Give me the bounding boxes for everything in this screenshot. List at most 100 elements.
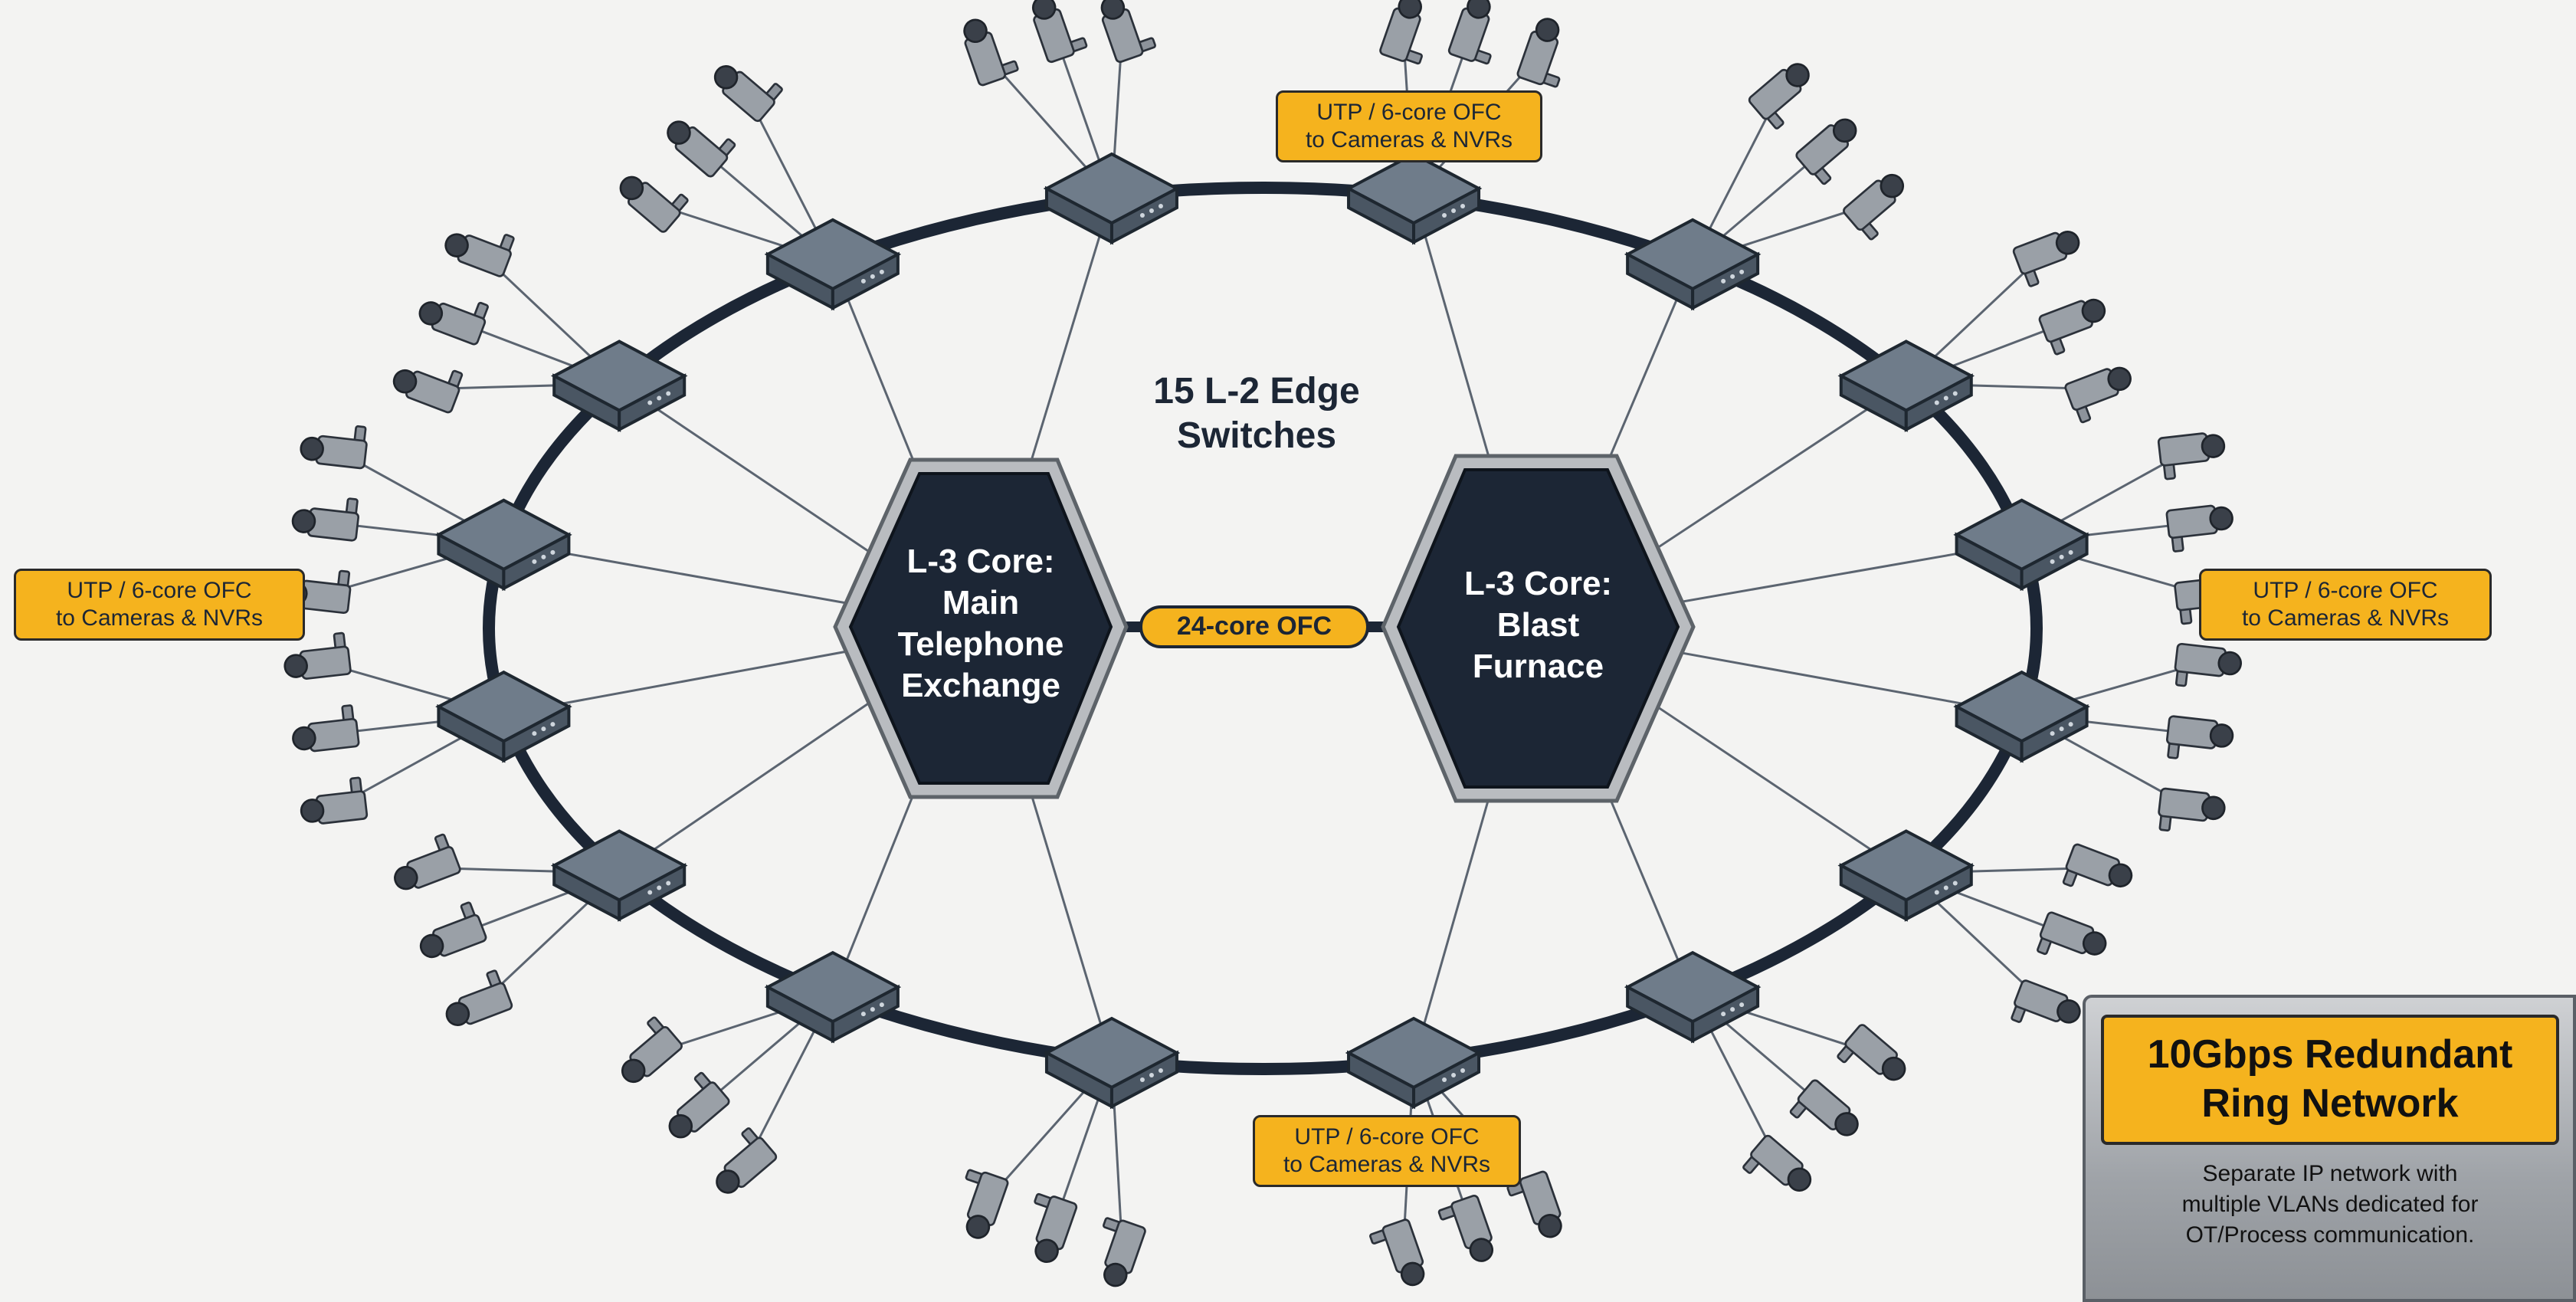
camera-icon [1837, 1024, 1906, 1081]
camera-icon [1795, 118, 1857, 185]
core-left-line1: L-3 Core: [906, 543, 1055, 580]
switch-icon [550, 339, 688, 432]
camera-icon [2037, 911, 2107, 956]
backbone-label: 24-core OFC [1139, 605, 1369, 648]
camera-icon [2157, 432, 2226, 480]
legend-panel: 10Gbps Redundant Ring Network Separate I… [2083, 995, 2576, 1302]
camera-icon [445, 969, 513, 1026]
camera-icon [1379, 0, 1423, 65]
camera-icon [965, 1169, 1009, 1239]
tag-bottom-line2: to Cameras & NVRs [1283, 1152, 1491, 1177]
core-left-line4: Exchange [901, 667, 1060, 704]
core-right-line3: Furnace [1472, 648, 1604, 685]
switch-icon [1837, 339, 1975, 432]
camera-icon [2165, 715, 2234, 759]
tag-left-line1: UTP / 6-core OFC [67, 578, 252, 603]
core-right-line2: Blast [1496, 606, 1580, 644]
switch-icon [1624, 950, 1762, 1044]
camera-icon [2174, 642, 2242, 687]
tag-right-line2: to Cameras & NVRs [2241, 605, 2450, 631]
tag-top-line1: UTP / 6-core OFC [1316, 100, 1502, 125]
camera-icon [2011, 979, 2081, 1024]
core-right-line1: L-3 Core: [1463, 565, 1613, 602]
camera-icon [963, 18, 1019, 87]
camera-icon [419, 901, 487, 959]
switch-icon [1345, 152, 1483, 245]
camera-icon [291, 497, 360, 542]
camera-icon [621, 1016, 683, 1084]
core-left-line3: Telephone [897, 625, 1064, 663]
ring-title-line2: Switches [1176, 415, 1337, 456]
camera-icon [1369, 1218, 1425, 1287]
tag-left-line2: to Cameras & NVRs [55, 605, 264, 631]
camera-icon [1100, 0, 1156, 64]
camera-icon [2165, 504, 2234, 553]
tag-right: UTP / 6-core OFC to Cameras & NVRs [2199, 569, 2492, 641]
switch-icon [550, 829, 688, 922]
camera-icon [300, 776, 369, 825]
camera-icon [1742, 1134, 1812, 1192]
camera-icon [1843, 173, 1905, 241]
ring-title-line1: 15 L-2 Edge [1153, 371, 1360, 412]
switch-icon [1953, 498, 2090, 592]
camera-icon [300, 425, 368, 470]
camera-icon [444, 233, 515, 277]
cameras [283, 0, 2242, 1287]
switch-icon [1043, 1016, 1181, 1110]
switch-icon [1953, 670, 2090, 763]
camera-icon [1516, 18, 1561, 88]
switch-icon [764, 950, 902, 1044]
switch-icon [435, 670, 572, 763]
tag-right-line1: UTP / 6-core OFC [2253, 578, 2438, 603]
switch-icon [1624, 218, 1762, 311]
camera-icon [2064, 366, 2132, 424]
core-left-line2: Main [942, 584, 1020, 621]
camera-icon [2158, 787, 2226, 832]
camera-icon [716, 1127, 778, 1194]
camera-icon [619, 175, 689, 233]
camera-icon [1034, 1192, 1078, 1264]
switch-icon [1043, 152, 1181, 245]
switch-icon [435, 498, 572, 592]
camera-icon [1103, 1217, 1146, 1287]
switch-icon [1345, 1016, 1483, 1110]
camera-icon [1031, 0, 1088, 64]
camera-icon [668, 1071, 730, 1139]
camera-icon [392, 369, 464, 414]
camera-icon [418, 301, 489, 346]
camera-icon [292, 704, 360, 753]
edge-switches [435, 152, 2090, 1110]
legend-title-line1: 10Gbps Redundant [2147, 1032, 2513, 1077]
switch-icon [1837, 829, 1975, 922]
tag-top-line2: to Cameras & NVRs [1305, 127, 1513, 153]
legend-title: 10Gbps Redundant Ring Network [2101, 1015, 2559, 1145]
legend-desc-line3: OT/Process communication. [2185, 1222, 2475, 1248]
legend-desc-line1: Separate IP network with [2202, 1161, 2458, 1186]
legend-desc-line2: multiple VLANs dedicated for [2181, 1192, 2479, 1217]
tag-top: UTP / 6-core OFC to Cameras & NVRs [1276, 90, 1542, 162]
core-left-label: L-3 Core: Main Telephone Exchange [850, 541, 1111, 707]
switch-icon [764, 218, 902, 311]
tag-left: UTP / 6-core OFC to Cameras & NVRs [14, 569, 305, 641]
camera-icon [667, 120, 736, 178]
camera-icon [1447, 0, 1492, 65]
camera-icon [713, 65, 783, 123]
camera-icon [1748, 63, 1810, 130]
ring-link [483, 182, 2043, 1075]
legend-description: Separate IP network with multiple VLANs … [2101, 1159, 2559, 1251]
tag-bottom: UTP / 6-core OFC to Cameras & NVRs [1253, 1115, 1521, 1187]
camera-icon [2038, 298, 2106, 356]
camera-icon [2062, 843, 2133, 888]
camera-icon [283, 631, 352, 680]
camera-icon [2012, 231, 2080, 287]
ring-title: 15 L-2 Edge Switches [1096, 369, 1417, 458]
camera-icon [394, 833, 461, 890]
camera-icon [1789, 1079, 1859, 1136]
core-right-label: L-3 Core: Blast Furnace [1398, 563, 1678, 687]
camera-icon [1437, 1194, 1494, 1262]
camera-icon [1506, 1170, 1562, 1238]
tag-bottom-line1: UTP / 6-core OFC [1294, 1124, 1480, 1149]
legend-title-line2: Ring Network [2201, 1081, 2459, 1126]
